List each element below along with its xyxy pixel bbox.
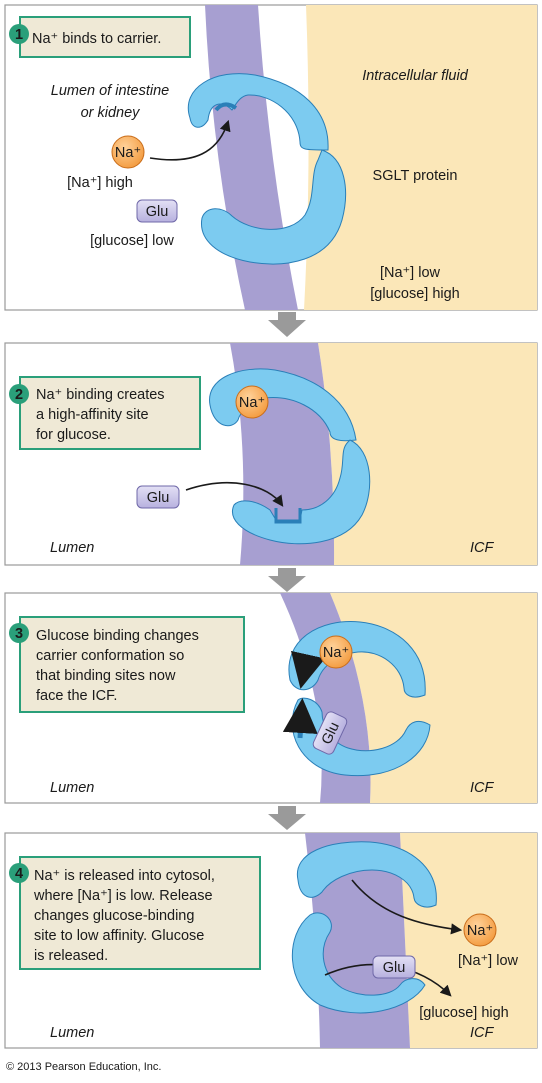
transition-arrow	[268, 568, 306, 592]
sodium-ion: Na⁺	[235, 385, 269, 419]
conformation-arrow-down	[290, 650, 326, 689]
na-binding-site	[214, 102, 238, 112]
carrier-bottom	[201, 149, 347, 265]
icf-label: ICF	[470, 780, 495, 796]
panel-3: Na⁺ Glu 3 Glucose binding changes carrie…	[4, 592, 538, 804]
icf-na-concentration: [Na⁺] low	[458, 953, 519, 969]
step-number: 4	[15, 866, 23, 882]
step-badge	[9, 384, 29, 404]
sodium-ion: Na⁺	[111, 135, 145, 169]
protein-label: SGLT protein	[373, 168, 458, 184]
lumen-glucose-concentration: [glucose] low	[90, 233, 174, 249]
step-badge	[9, 863, 29, 883]
caption-line: is released.	[34, 948, 108, 964]
lumen-label: Lumen	[50, 780, 94, 796]
caption-line: that binding sites now	[36, 668, 176, 684]
transition-arrow	[268, 806, 306, 830]
icf-label: ICF	[470, 540, 495, 556]
sodium-label: Na⁺	[467, 923, 493, 939]
carrier-bottom	[291, 697, 431, 777]
glucose-binding-site	[274, 508, 302, 524]
caption-line: site to low affinity. Glucose	[34, 928, 204, 944]
caption-line: Na⁺ binds to carrier.	[32, 31, 161, 47]
sodium-label: Na⁺	[239, 395, 265, 411]
caption-line: Glucose binding changes	[36, 628, 199, 644]
glucose-label: Glu	[146, 204, 169, 220]
icf-glucose-concentration: [glucose] high	[370, 286, 459, 302]
carrier-bottom	[232, 439, 371, 545]
sodium-ion: Na⁺	[463, 913, 497, 947]
panel-2: Na⁺ Glu 2 Na⁺ binding creates a high-aff…	[4, 342, 538, 566]
na-binding-arrow	[149, 119, 231, 161]
icf-region	[304, 5, 537, 310]
icf-glucose-concentration: [glucose] high	[419, 1005, 508, 1021]
step-number: 2	[15, 387, 23, 403]
panel-1: 1 Na⁺ binds to carrier. Lumen of intesti…	[4, 4, 538, 311]
icf-region	[318, 343, 537, 565]
caption-line: a high-affinity site	[36, 407, 149, 423]
lumen-label-line-2: or kidney	[81, 105, 141, 121]
sodium-ion: Na⁺	[319, 635, 353, 669]
glucose-label: Glu	[383, 960, 406, 976]
step-badge	[9, 623, 29, 643]
caption-line: carrier conformation so	[36, 648, 184, 664]
lumen-label: Lumen	[50, 1025, 94, 1041]
sodium-label: Na⁺	[323, 645, 349, 661]
icf-label: ICF	[470, 1025, 495, 1041]
step-number: 3	[15, 626, 23, 642]
caption-line: for glucose.	[36, 427, 111, 443]
glucose-binding-arrow	[185, 482, 284, 507]
caption-box	[19, 376, 201, 450]
caption-box	[19, 856, 261, 970]
transition-arrow	[268, 312, 306, 337]
glucose-label: Glu	[147, 490, 170, 506]
step-number: 1	[15, 27, 23, 43]
panel-4: Na⁺ [Na⁺] low Glu [glucose] high 4 Na⁺ i…	[4, 832, 538, 1049]
glucose-molecule	[136, 199, 178, 223]
caption-line: where [Na⁺] is low. Release	[33, 888, 213, 904]
lumen-label: Lumen	[50, 540, 94, 556]
lumen-label-line-1: Lumen of intestine	[51, 83, 170, 99]
caption-line: face the ICF.	[36, 688, 117, 704]
lumen-na-concentration: [Na⁺] high	[67, 175, 133, 191]
carrier-top	[187, 73, 329, 151]
na-release-arrow	[351, 879, 463, 935]
carrier-top	[296, 841, 437, 908]
conformation-arrow-up	[282, 698, 318, 739]
caption-line: Na⁺ is released into cytosol,	[34, 868, 215, 884]
caption-line: changes glucose-binding	[34, 908, 194, 924]
copyright-notice: © 2013 Pearson Education, Inc.	[6, 1061, 161, 1073]
step-badge	[9, 24, 29, 44]
carrier-bottom	[291, 912, 426, 1014]
caption-box	[19, 616, 245, 713]
icf-label: Intracellular fluid	[362, 68, 469, 84]
caption-box	[19, 16, 191, 58]
glucose-molecule	[372, 955, 416, 979]
glucose-molecule	[136, 485, 180, 509]
sodium-label: Na⁺	[115, 145, 141, 161]
icf-na-concentration: [Na⁺] low	[380, 265, 441, 281]
caption-line: Na⁺ binding creates	[36, 387, 165, 403]
